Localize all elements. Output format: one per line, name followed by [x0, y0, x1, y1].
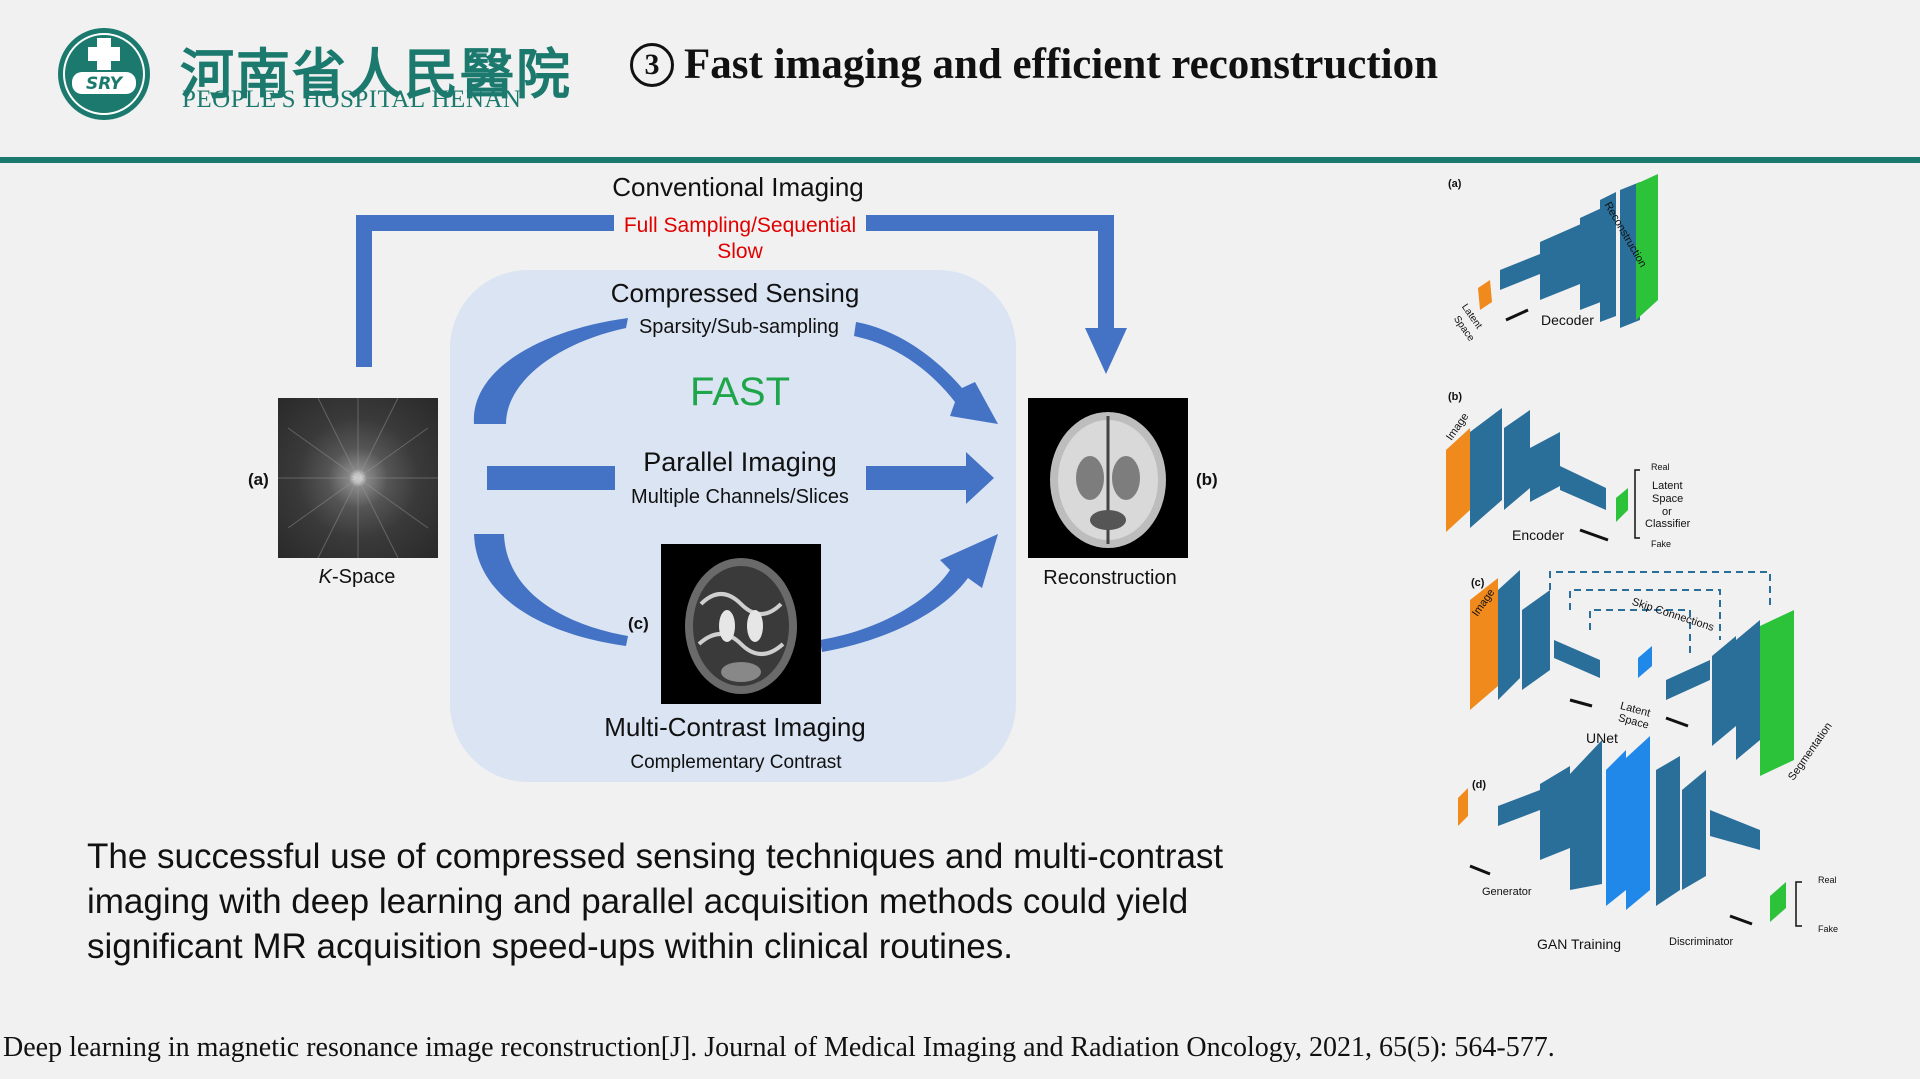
kspace-k: K [318, 566, 332, 588]
logo-badge: SRY [86, 74, 124, 94]
logo-text-chinese: 河南省人民醫院 [180, 43, 572, 106]
title-text: Fast imaging and efficient reconstructio… [684, 41, 1439, 88]
pi-arrow-right [866, 466, 968, 490]
net-b-tag: (b) [1448, 391, 1463, 403]
pi-arrow-left [487, 466, 615, 490]
net-d-discriminator: Discriminator [1669, 936, 1734, 948]
compressed-sensing-label: Compressed Sensing [610, 278, 860, 308]
mc-arc-right [820, 534, 998, 652]
cs-arc-right [854, 322, 998, 424]
net-d-generator: Generator [1482, 886, 1532, 898]
citation: Deep learning in magnetic resonance imag… [3, 1032, 1555, 1063]
net-d-fake: Fake [1818, 924, 1839, 934]
label-a: (a) [248, 470, 269, 489]
decoder-network [1478, 174, 1658, 328]
parallel-imaging-sub: Multiple Channels/Slices [631, 486, 849, 508]
net-b-latent1: Latent [1652, 480, 1683, 492]
network-figures [1446, 174, 1802, 927]
full-sampling-label: Full Sampling/Sequential [623, 214, 857, 237]
gan-network [1458, 736, 1802, 927]
conventional-imaging-label: Conventional Imaging [612, 172, 864, 202]
summary-text: The successful use of compressed sensing… [87, 837, 1224, 966]
net-b-encoder: Encoder [1512, 527, 1565, 543]
net-b-latent2: Space [1652, 493, 1684, 505]
conv-arrow-top-right [866, 215, 1114, 231]
net-a-tag: (a) [1448, 178, 1462, 190]
kspace-image [278, 398, 438, 558]
cs-arc-left [473, 318, 628, 424]
net-b-real: Real [1651, 462, 1670, 472]
multi-contrast-label: Multi-Contrast Imaging [604, 712, 866, 742]
mc-arc-left [474, 534, 628, 646]
label-c: (c) [628, 614, 649, 633]
title-number-badge: 3 [630, 43, 674, 87]
net-b-or: or [1662, 506, 1672, 518]
encoder-network [1446, 408, 1640, 542]
pi-arrowhead [966, 452, 994, 504]
unet-network [1470, 570, 1794, 776]
kspace-label: K-Space [319, 566, 396, 589]
parallel-imaging-label: Parallel Imaging [643, 447, 837, 477]
label-b: (b) [1196, 470, 1218, 489]
multi-contrast-image [661, 544, 821, 704]
multi-contrast-sub: Complementary Contrast [630, 752, 842, 773]
header-divider [0, 157, 1920, 163]
reconstruction-label: Reconstruction [1043, 567, 1177, 589]
conv-arrowhead [1085, 328, 1127, 374]
net-d-gan: GAN Training [1537, 936, 1622, 952]
compressed-sensing-sub: Sparsity/Sub-sampling [638, 316, 840, 338]
kspace-rest: -Space [331, 566, 396, 588]
conv-arrow-right-vertical [1098, 215, 1114, 330]
conv-arrow-top-left [356, 215, 614, 231]
net-d-tag: (d) [1472, 779, 1487, 791]
conv-arrow-left-vertical [356, 215, 372, 367]
net-b-fake: Fake [1651, 539, 1672, 549]
net-d-real: Real [1818, 875, 1837, 885]
net-a-decoder: Decoder [1541, 312, 1594, 328]
fast-label: FAST [689, 370, 791, 414]
slow-label: Slow [717, 240, 763, 263]
reconstruction-image [1028, 398, 1188, 558]
net-b-classifier: Classifier [1645, 518, 1691, 530]
hospital-logo: SRY [52, 26, 156, 122]
net-c-tag: (c) [1471, 577, 1485, 589]
net-c-unet: UNet [1586, 730, 1618, 746]
logo-text-english: PEOPLE'S HOSPITAL HENAN [182, 86, 522, 113]
